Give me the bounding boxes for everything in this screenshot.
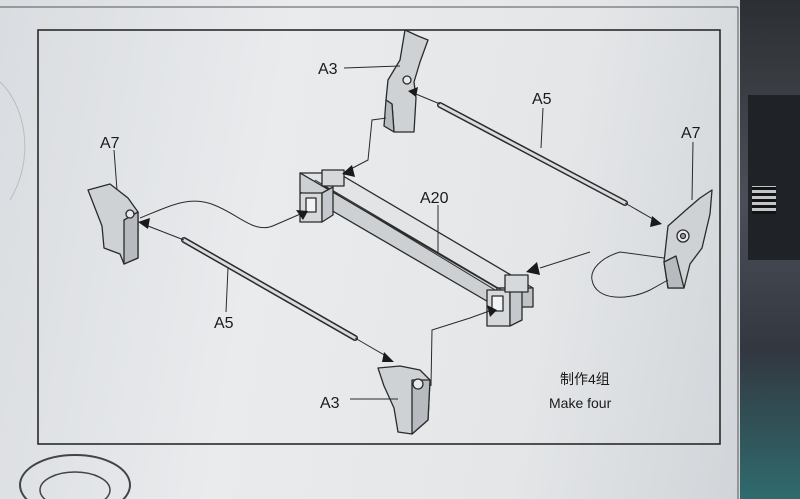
part-a5-rod-bottom: [181, 237, 358, 341]
label-a3-top: A3: [318, 61, 338, 78]
faint-background-art: [0, 81, 26, 201]
label-a7-right: A7: [681, 125, 701, 142]
part-a20-beam: [299, 169, 534, 327]
label-a20: A20: [420, 190, 449, 207]
wheel-partial-art: [19, 454, 131, 499]
wheel-partial-art-inner: [39, 471, 111, 499]
part-a5-rod-top: [437, 102, 628, 206]
background-box: [748, 95, 800, 260]
step-frame: [37, 29, 721, 445]
label-leader-lines: [113, 65, 694, 400]
part-a7-bracket-right: [663, 189, 713, 289]
assembly-arrows: [138, 87, 662, 362]
note-chinese: 制作4组: [560, 371, 610, 387]
part-a3-bracket-bottom: [377, 365, 431, 435]
label-a7-left: A7: [100, 135, 120, 152]
part-a3-bracket-top: [383, 29, 429, 133]
label-a5-bottom: A5: [214, 315, 234, 332]
label-a5-top: A5: [532, 91, 552, 108]
part-a7-bracket-left: [87, 183, 139, 265]
label-a3-bottom: A3: [320, 395, 340, 412]
assembly-guide-lines: [139, 91, 669, 387]
qr-code-fragment: [752, 186, 776, 214]
note-english: Make four: [549, 395, 612, 411]
